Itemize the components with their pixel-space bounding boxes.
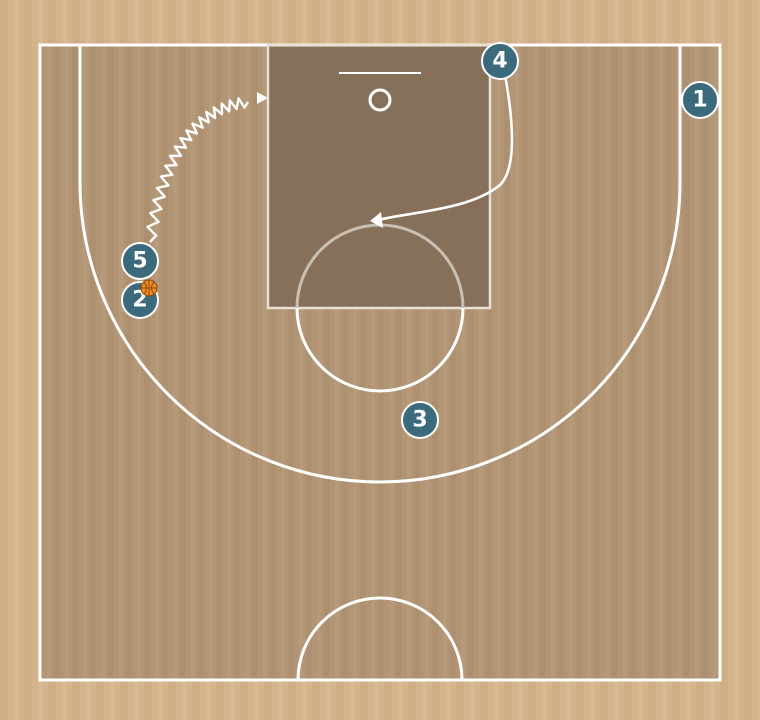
player-5[interactable]: 5: [121, 242, 159, 280]
basket-rim: [368, 88, 392, 112]
cut-arrowhead: [370, 212, 383, 228]
cut-path: [377, 74, 514, 222]
center-circle: [296, 596, 464, 681]
basketball-icon: [140, 279, 158, 297]
dribble-arrowhead: [257, 92, 268, 104]
player-1[interactable]: 1: [681, 81, 719, 119]
player-3[interactable]: 3: [401, 401, 439, 439]
player-1-label: 1: [692, 88, 707, 113]
paint-outline: [266, 43, 492, 310]
player-5-label: 5: [132, 249, 147, 274]
player-4-label: 4: [492, 49, 507, 74]
free-throw-circle-bottom: [295, 307, 465, 393]
three-point-line: [78, 45, 682, 484]
player-4[interactable]: 4: [481, 42, 519, 80]
dribble-path: [146, 97, 250, 243]
player-3-label: 3: [412, 408, 427, 433]
paint-area: [268, 45, 490, 308]
